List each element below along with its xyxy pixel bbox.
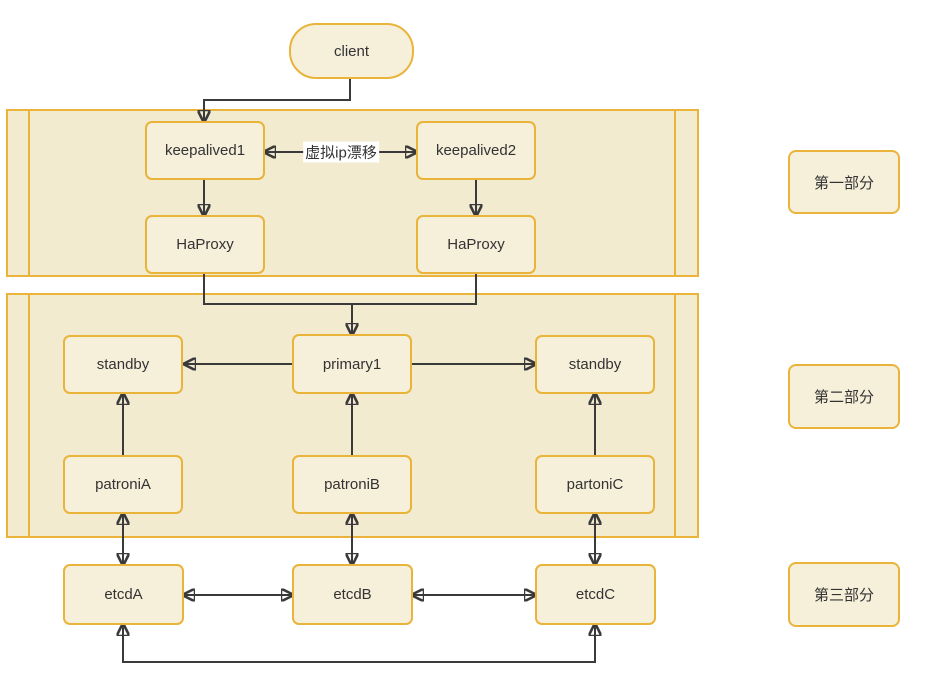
node-standby-left[interactable]: standby [63, 335, 183, 394]
node-standby-right[interactable]: standby [535, 335, 655, 394]
node-keepalived2[interactable]: keepalived2 [416, 121, 536, 180]
edge-label-vip-failover: 虚拟ip漂移 [303, 141, 379, 163]
node-primary1[interactable]: primary1 [292, 334, 412, 394]
node-etcdC[interactable]: etcdC [535, 564, 656, 625]
band-inner-line [28, 111, 30, 275]
band-inner-line [674, 111, 676, 275]
node-haproxy1[interactable]: HaProxy [145, 215, 265, 274]
section1-label[interactable]: 第一部分 [788, 150, 900, 214]
edge-etcdA-etcdC-bottom [123, 625, 595, 663]
node-etcdA[interactable]: etcdA [63, 564, 184, 625]
node-haproxy2[interactable]: HaProxy [416, 215, 536, 274]
section1-band[interactable] [6, 109, 699, 277]
node-etcdB[interactable]: etcdB [292, 564, 413, 625]
section2-label[interactable]: 第二部分 [788, 364, 900, 429]
node-patroniA[interactable]: patroniA [63, 455, 183, 514]
node-patroniB[interactable]: patroniB [292, 455, 412, 514]
band-inner-line [28, 295, 30, 536]
section3-label[interactable]: 第三部分 [788, 562, 900, 627]
node-partoniC[interactable]: partoniC [535, 455, 655, 514]
node-client[interactable]: client [289, 23, 414, 79]
band-inner-line [674, 295, 676, 536]
node-keepalived1[interactable]: keepalived1 [145, 121, 265, 180]
